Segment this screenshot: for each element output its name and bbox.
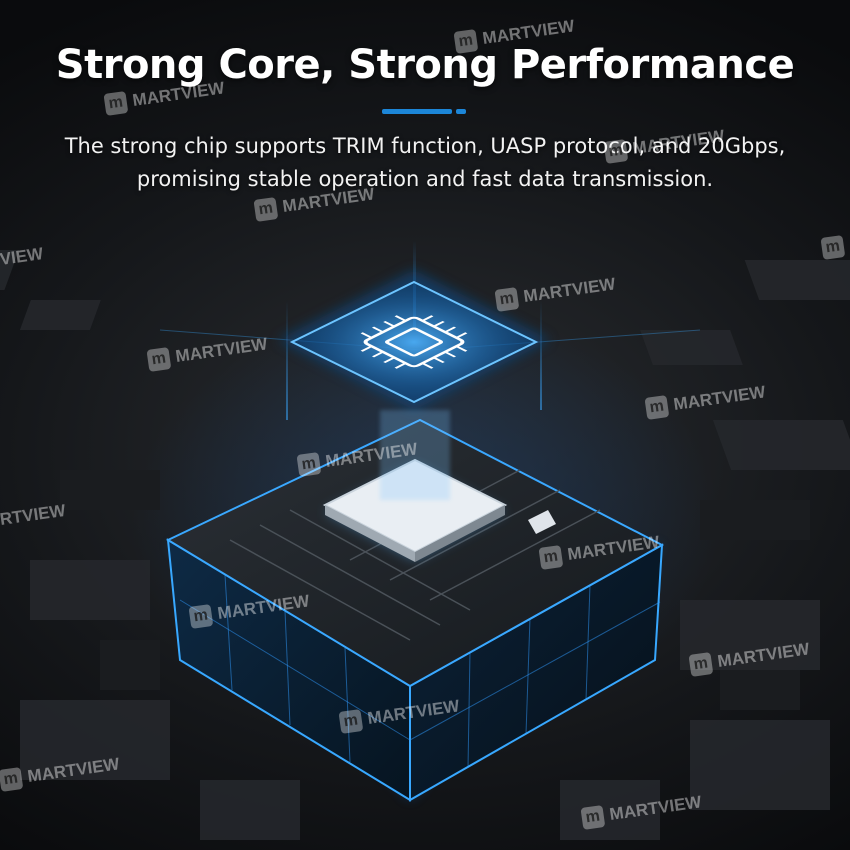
accent-underline — [382, 109, 468, 114]
martview-logo-icon: m — [603, 139, 629, 164]
background-circuit-blocks — [0, 250, 850, 840]
martview-logo-icon: m — [0, 767, 24, 792]
martview-logo-icon: m — [253, 197, 279, 222]
background-circuit-shadows — [60, 470, 810, 710]
floating-chip-tile — [278, 270, 550, 410]
headline: Strong Core, Strong Performance — [55, 42, 795, 88]
martview-logo-icon: m — [453, 29, 479, 54]
accent-bar-short — [456, 109, 466, 114]
feature-description: The strong chip supports TRIM function, … — [40, 130, 810, 196]
processor-block — [165, 410, 665, 802]
martview-logo-icon: m — [494, 287, 520, 312]
description-line-1: The strong chip supports TRIM function, … — [64, 134, 786, 158]
martview-logo-icon: m — [820, 235, 846, 260]
microchip-icon — [360, 315, 468, 369]
martview-logo-icon: m — [296, 452, 322, 477]
accent-bar-long — [382, 109, 452, 114]
martview-logo-icon: m — [103, 91, 129, 116]
martview-logo-icon: m — [338, 709, 364, 734]
martview-logo-icon: m — [146, 347, 172, 372]
martview-logo-icon: m — [688, 652, 714, 677]
watermark-partial: m — [820, 235, 846, 260]
martview-logo-icon: m — [188, 604, 214, 629]
martview-logo-icon: m — [580, 805, 606, 830]
description-line-2: promising stable operation and fast data… — [136, 167, 714, 191]
martview-logo-icon: m — [538, 545, 564, 570]
martview-logo-icon: m — [644, 395, 670, 420]
